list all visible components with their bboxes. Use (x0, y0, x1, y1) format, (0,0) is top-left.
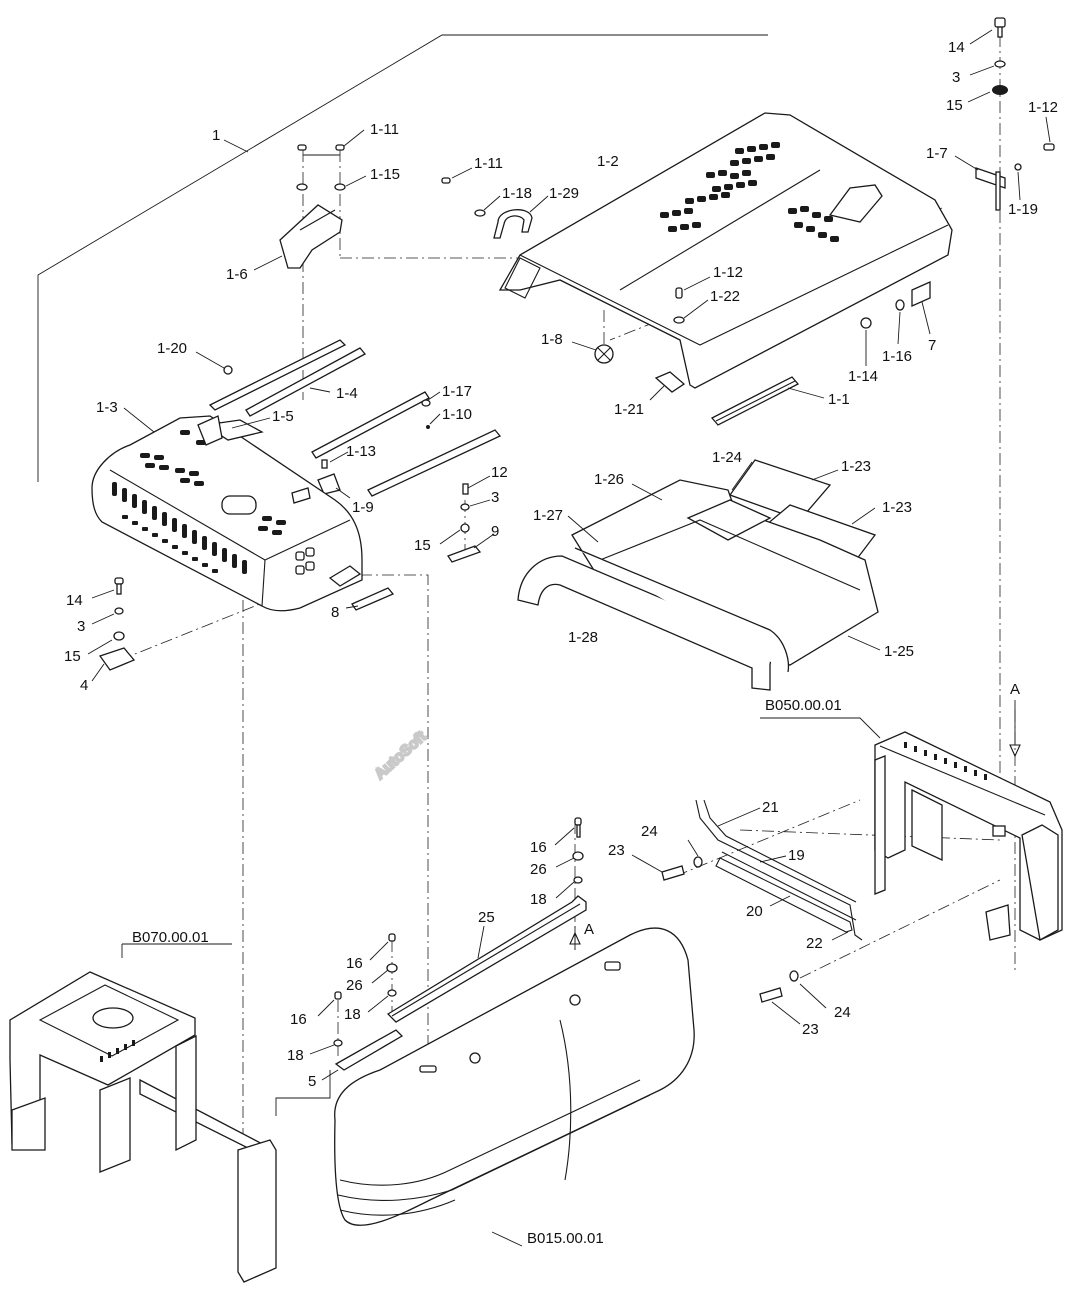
callout: 1-29 (549, 185, 579, 202)
callout: 1-28 (568, 629, 598, 646)
callout: 23 (608, 842, 625, 859)
callout: 21 (762, 799, 779, 816)
callout: 4 (80, 677, 88, 694)
callout: 1-2 (597, 153, 619, 170)
callout: 14 (66, 592, 83, 609)
callout: 1-27 (533, 507, 563, 524)
callout: 1-1 (828, 391, 850, 408)
roof-panel-1-2 (498, 112, 953, 389)
reference-b070: B070.00.01 (132, 929, 209, 946)
callout: 16 (290, 1011, 307, 1028)
callout: 1-4 (336, 385, 358, 402)
callout: 18 (530, 891, 547, 908)
callout: 1-10 (442, 406, 472, 423)
callout: 23 (802, 1021, 819, 1038)
callout: 7 (928, 337, 936, 354)
callout: 3 (491, 489, 499, 506)
callout: 20 (746, 903, 763, 920)
callout: 9 (491, 523, 499, 540)
callout: 16 (530, 839, 547, 856)
callout: 19 (788, 847, 805, 864)
top-right-hardware (967, 17, 1008, 103)
callout: 1-9 (352, 499, 374, 516)
callout: 26 (346, 977, 363, 994)
rails-1-4 (195, 339, 502, 499)
callout: A (1010, 681, 1020, 698)
callout: 1-23 (841, 458, 871, 475)
callout: 26 (530, 861, 547, 878)
callout: 1-13 (346, 443, 376, 460)
callout: 22 (806, 935, 823, 952)
watermark: AutoSoft (371, 728, 429, 783)
callout: 1-26 (594, 471, 624, 488)
callout: 16 (346, 955, 363, 972)
frame-b050 (760, 700, 1063, 942)
frame-b070 (9, 943, 277, 1283)
callout: 25 (478, 909, 495, 926)
callout: 1-19 (1008, 201, 1038, 218)
housing-hardware (87, 475, 495, 682)
callout: 1-21 (614, 401, 644, 418)
callout: 3 (77, 618, 85, 635)
callout: 1-6 (226, 266, 248, 283)
housing-1-3 (91, 407, 363, 612)
rods-19-22 (631, 799, 863, 1025)
assembly-bracket (37, 34, 768, 482)
callout: 15 (946, 97, 963, 114)
callout: 1-8 (541, 331, 563, 348)
callout: 1-14 (848, 368, 878, 385)
reference-b050: B050.00.01 (765, 697, 842, 714)
callout: 1-5 (272, 408, 294, 425)
reference-b015: B015.00.01 (527, 1230, 604, 1247)
callout: 15 (414, 537, 431, 554)
reference-labels: B050.00.01 B070.00.01 B015.00.01 (132, 697, 842, 1247)
callout: 3 (952, 69, 960, 86)
callout: 14 (948, 39, 965, 56)
callout: 1 (212, 127, 220, 144)
callout: 15 (64, 648, 81, 665)
callout: 1-3 (96, 399, 118, 416)
callout: 24 (641, 823, 658, 840)
callout: 24 (834, 1004, 851, 1021)
insulation-set (517, 459, 881, 691)
callout: 12 (491, 464, 508, 481)
callout: 1-12 (713, 264, 743, 281)
callout: 1-11 (474, 155, 503, 172)
callout: 18 (344, 1006, 361, 1023)
callout: 1-22 (710, 288, 740, 305)
callout: 1-23 (882, 499, 912, 516)
callout-labels: 14 3 15 1-12 1-7 1-19 1 1-11 1-15 1-6 1-… (64, 39, 1058, 1090)
callout: 1-7 (926, 145, 948, 162)
callout: 1-11 (370, 121, 399, 138)
roof-fasteners (571, 276, 931, 426)
callout: A (584, 921, 594, 938)
callout: 8 (331, 604, 339, 621)
callout: 18 (287, 1047, 304, 1064)
callout: 1-12 (1028, 99, 1058, 116)
callout: 1-15 (370, 166, 400, 183)
hinge-1-6 (253, 129, 367, 271)
callout: 1-16 (882, 348, 912, 365)
callout: 1-18 (502, 185, 532, 202)
bar-25-bracket-5 (275, 817, 587, 1116)
bracket-1-7 (954, 116, 1055, 211)
callout: 1-25 (884, 643, 914, 660)
callout: 1-17 (442, 383, 472, 400)
handle-1-29 (441, 167, 549, 239)
callout: 1-24 (712, 449, 742, 466)
callout: 5 (308, 1073, 316, 1090)
callout: 1-20 (157, 340, 187, 357)
counterweight-b015 (334, 927, 695, 1247)
